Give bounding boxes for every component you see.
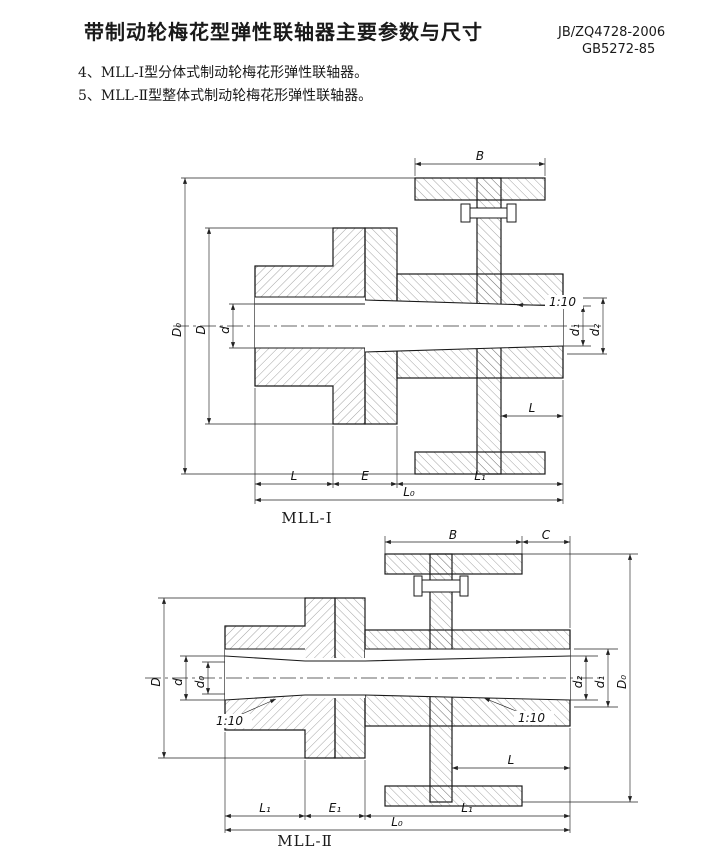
dim-label-d2: d₂ — [571, 676, 585, 689]
standard-ref-2: GB5272-85 — [582, 42, 656, 57]
dim-label-D0: D₀ — [170, 323, 184, 337]
dim-label-L0: L₀ — [403, 485, 415, 499]
dim-label-d: d — [171, 678, 185, 686]
standard-refs: JB/ZQ4728-2006 GB5272-85 — [558, 24, 665, 58]
page-title: 带制动轮梅花型弹性联轴器主要参数与尺寸 — [84, 20, 483, 44]
taper-right-label-bg — [514, 711, 554, 725]
note-line-1: 4、MLL-Ⅰ型分体式制动轮梅花形弹性联轴器。 — [78, 65, 369, 81]
dim-label-L0: L₀ — [391, 815, 403, 829]
dimension-lines — [161, 539, 633, 833]
dimension-lines — [182, 161, 606, 503]
standard-ref-1: JB/ZQ4728-2006 — [558, 25, 666, 40]
note-line-2: 5、MLL-Ⅱ型整体式制动轮梅花形弹性联轴器。 — [78, 88, 373, 104]
bore-cutouts — [255, 297, 563, 352]
bore-edges — [254, 266, 564, 386]
dim-label-L: L — [291, 469, 298, 483]
dim-label-B: B — [449, 528, 457, 542]
taper-left-label: 1:10 — [216, 714, 243, 728]
dim-label-E: E — [361, 469, 369, 483]
dim-label-D: D — [149, 677, 163, 686]
disc-bolt — [413, 575, 469, 597]
dim-label-E1: E₁ — [329, 801, 342, 815]
dim-label-d2: d₂ — [588, 324, 602, 337]
dim-label-L-top: L — [529, 401, 536, 415]
figure2-caption: MLL-Ⅱ — [277, 832, 333, 850]
figure1-caption: MLL-Ⅰ — [281, 509, 333, 527]
dim-label-L1: L₁ — [474, 469, 486, 483]
mll1-drawing: B D₀ D d 1:10 d₁ d₂ L L E L₁ L₀ — [170, 149, 607, 504]
dim-label-d0: d₀ — [193, 676, 207, 689]
dim-label-L1-left: L₁ — [259, 801, 271, 815]
dim-label-D: D — [194, 325, 208, 334]
flange-bolt — [460, 203, 517, 223]
dimension-labels: B C D d d₀ 1:10 1:10 d₂ d₁ D₀ L L₁ E₁ L₁… — [149, 528, 629, 829]
taper-left-label-bg — [212, 714, 252, 728]
dim-label-B: B — [476, 149, 484, 163]
dim-label-d1: d₁ — [593, 676, 607, 689]
extension-lines — [158, 536, 638, 833]
dim-label-d1: d₁ — [568, 324, 582, 337]
dim-label-L1-right: L₁ — [461, 801, 473, 815]
dimension-labels: B D₀ D d 1:10 d₁ d₂ L L E L₁ L₀ — [170, 149, 602, 499]
dim-label-D0: D₀ — [615, 675, 629, 689]
dim-label-L-top: L — [508, 753, 515, 767]
taper-label: 1:10 — [549, 295, 576, 309]
taper-right-label: 1:10 — [518, 711, 545, 725]
bore-cutouts — [225, 649, 570, 700]
dim-label-d: d — [218, 326, 232, 334]
notes-list: 4、MLL-Ⅰ型分体式制动轮梅花形弹性联轴器。 5、MLL-Ⅱ型整体式制动轮梅花… — [78, 62, 372, 108]
mll2-drawing: B C D d d₀ 1:10 1:10 d₂ d₁ D₀ L L₁ E₁ L₁… — [145, 528, 638, 833]
taper-label-bg — [545, 295, 583, 309]
dim-label-C: C — [542, 528, 551, 542]
